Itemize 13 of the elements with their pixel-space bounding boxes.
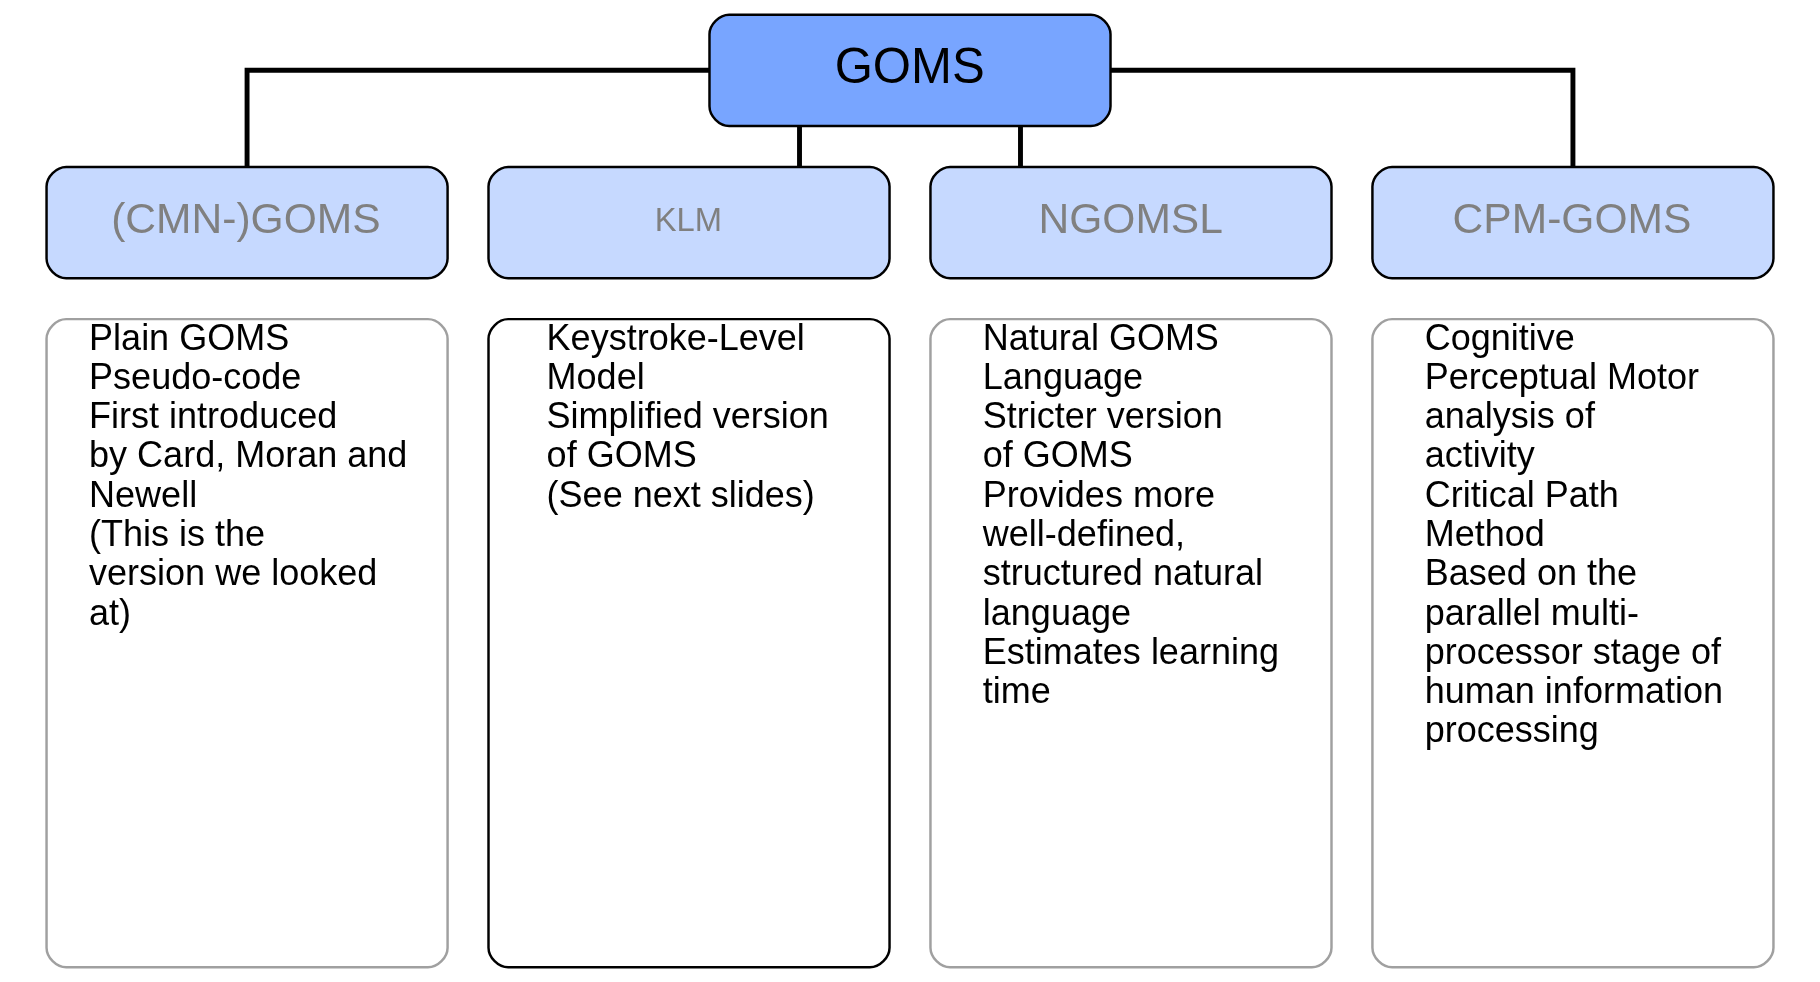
node-box: NGOMSL	[929, 165, 1333, 280]
node-box: Keystroke-Level Model Simplified version of GOMS (See next slides)	[487, 317, 891, 969]
connector	[1018, 126, 1023, 167]
node-box: (CMN-)GOMS	[45, 165, 449, 280]
node-box: Cognitive Perceptual Motor analysis of activity Critical Path Method Based on the parallel multi-processor stage of human information processing	[1371, 317, 1775, 969]
node-box: Plain GOMS Pseudo-code First introduced by Card, Moran and Newell (This is the version we looked at)	[45, 317, 449, 969]
node-box: GOMS	[708, 13, 1112, 128]
node-box: CPM-GOMS	[1371, 165, 1775, 280]
node-box: KLM	[487, 165, 891, 280]
connector	[244, 67, 710, 167]
node-box: Natural GOMS Language Stricter version of GOMS Provides more well-defined, structured natural language Estimates learning time	[929, 317, 1333, 969]
connector	[797, 126, 802, 167]
connector	[1110, 67, 1576, 167]
